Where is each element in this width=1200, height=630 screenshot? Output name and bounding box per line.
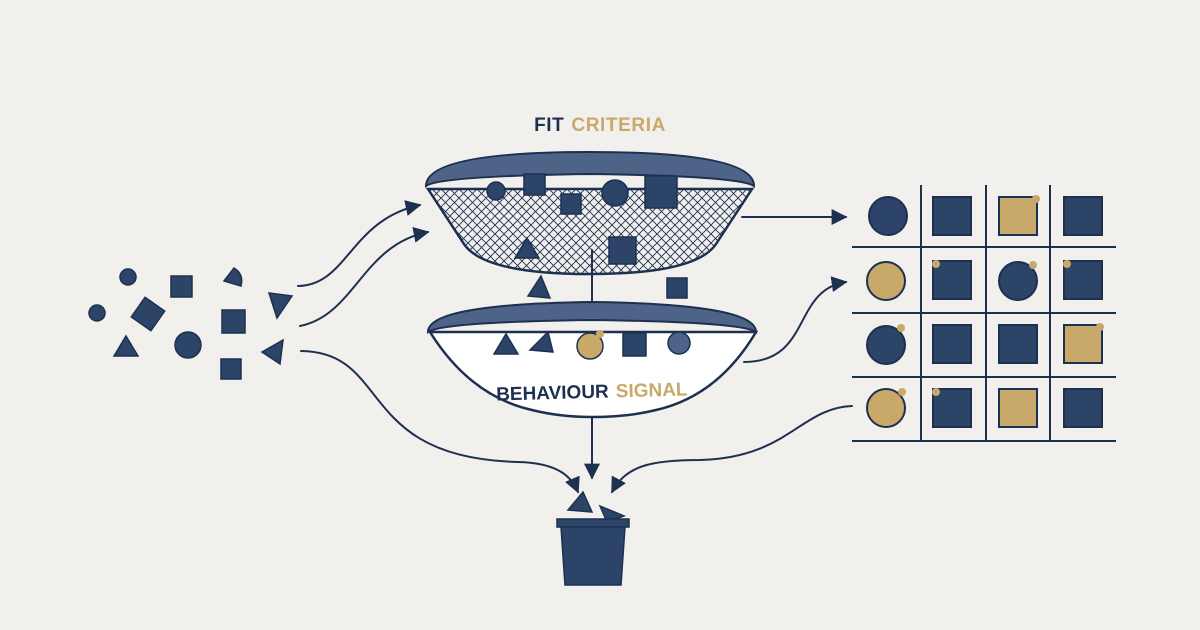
grid-square <box>998 324 1038 364</box>
grid-gold-square <box>998 196 1038 236</box>
input-wedge <box>222 267 243 287</box>
bin-lid <box>556 518 630 528</box>
flow-arrows <box>297 200 853 494</box>
grid-gold-circle <box>866 388 906 428</box>
sieve-rim <box>424 150 756 188</box>
input-square <box>220 358 242 380</box>
input-circle <box>174 331 202 359</box>
input-square <box>130 296 166 332</box>
grid-circle <box>866 325 906 365</box>
bin-body <box>560 526 626 586</box>
sorted-grid-icon <box>852 185 1116 442</box>
mesh-sieve-icon <box>424 150 756 276</box>
fit-criteria-label: FIT CRITERIA <box>534 115 666 136</box>
gold-dot <box>898 388 906 396</box>
sieve-square <box>560 193 582 215</box>
grid-circle <box>998 261 1038 301</box>
falling-shapes <box>526 274 688 299</box>
bin-icon <box>556 490 630 586</box>
bowl-icon: BEHAVIOUR SIGNAL <box>426 300 759 419</box>
grid-gold-square <box>998 388 1038 428</box>
sieve-circle <box>486 181 506 201</box>
input-triangle <box>260 338 284 366</box>
input-circle <box>88 304 106 322</box>
grid-gold-circle <box>866 261 906 301</box>
grid-square <box>1063 196 1103 236</box>
input-shapes <box>88 267 294 380</box>
bowl-square <box>622 332 647 357</box>
gold-dot <box>897 324 905 332</box>
sieve-triangle <box>513 236 541 259</box>
input-square <box>221 309 246 334</box>
bowl-triangle <box>528 330 554 353</box>
input-circle <box>119 268 137 286</box>
sieve-square <box>608 236 637 265</box>
falling-square <box>666 277 688 299</box>
grid-square <box>932 324 972 364</box>
input-triangle <box>112 334 140 357</box>
criteria-word: CRITERIA <box>571 115 666 136</box>
grid-square <box>932 196 972 236</box>
gold-dot <box>1063 260 1071 268</box>
grid-gold-square <box>1063 324 1103 364</box>
arrow-input-to-sieve <box>299 226 430 327</box>
arrow-input-to-bin <box>300 350 580 494</box>
signal-word: SIGNAL <box>615 379 688 402</box>
bowl-triangle <box>492 332 520 355</box>
bowl-contents <box>492 330 691 360</box>
sieve-contents <box>486 173 678 265</box>
arrow-grid-to-bin <box>611 405 853 494</box>
grid-lines <box>852 185 1116 442</box>
grid-square <box>932 260 972 300</box>
input-square <box>170 275 193 298</box>
sieve-square <box>644 175 678 209</box>
falling-triangle <box>526 274 552 299</box>
bowl-rim <box>426 300 758 334</box>
bowl-gold-dot <box>596 330 604 338</box>
grid-square <box>1063 260 1103 300</box>
gold-dot <box>1032 195 1040 203</box>
gold-dot <box>932 388 940 396</box>
bin-falling-triangle <box>566 490 594 513</box>
grid-square <box>1063 388 1103 428</box>
gold-dot <box>932 260 940 268</box>
sieve-square <box>523 173 546 196</box>
gold-dot <box>1096 323 1104 331</box>
behaviour-word: BEHAVIOUR <box>496 382 609 406</box>
bowl-circle <box>667 331 691 355</box>
sieve-body <box>425 187 755 276</box>
sieve-circle <box>601 179 629 207</box>
grid-square <box>932 388 972 428</box>
bowl-gold-circle <box>576 332 604 360</box>
grid-circle <box>868 196 908 236</box>
behaviour-signal-label: BEHAVIOUR SIGNAL <box>496 379 688 405</box>
input-triangle <box>267 292 294 320</box>
arrow-input-to-sieve-top <box>297 200 422 287</box>
arrow-bowl-to-grid <box>743 276 848 363</box>
fit-word: FIT <box>534 115 564 136</box>
gold-dot <box>1029 261 1037 269</box>
